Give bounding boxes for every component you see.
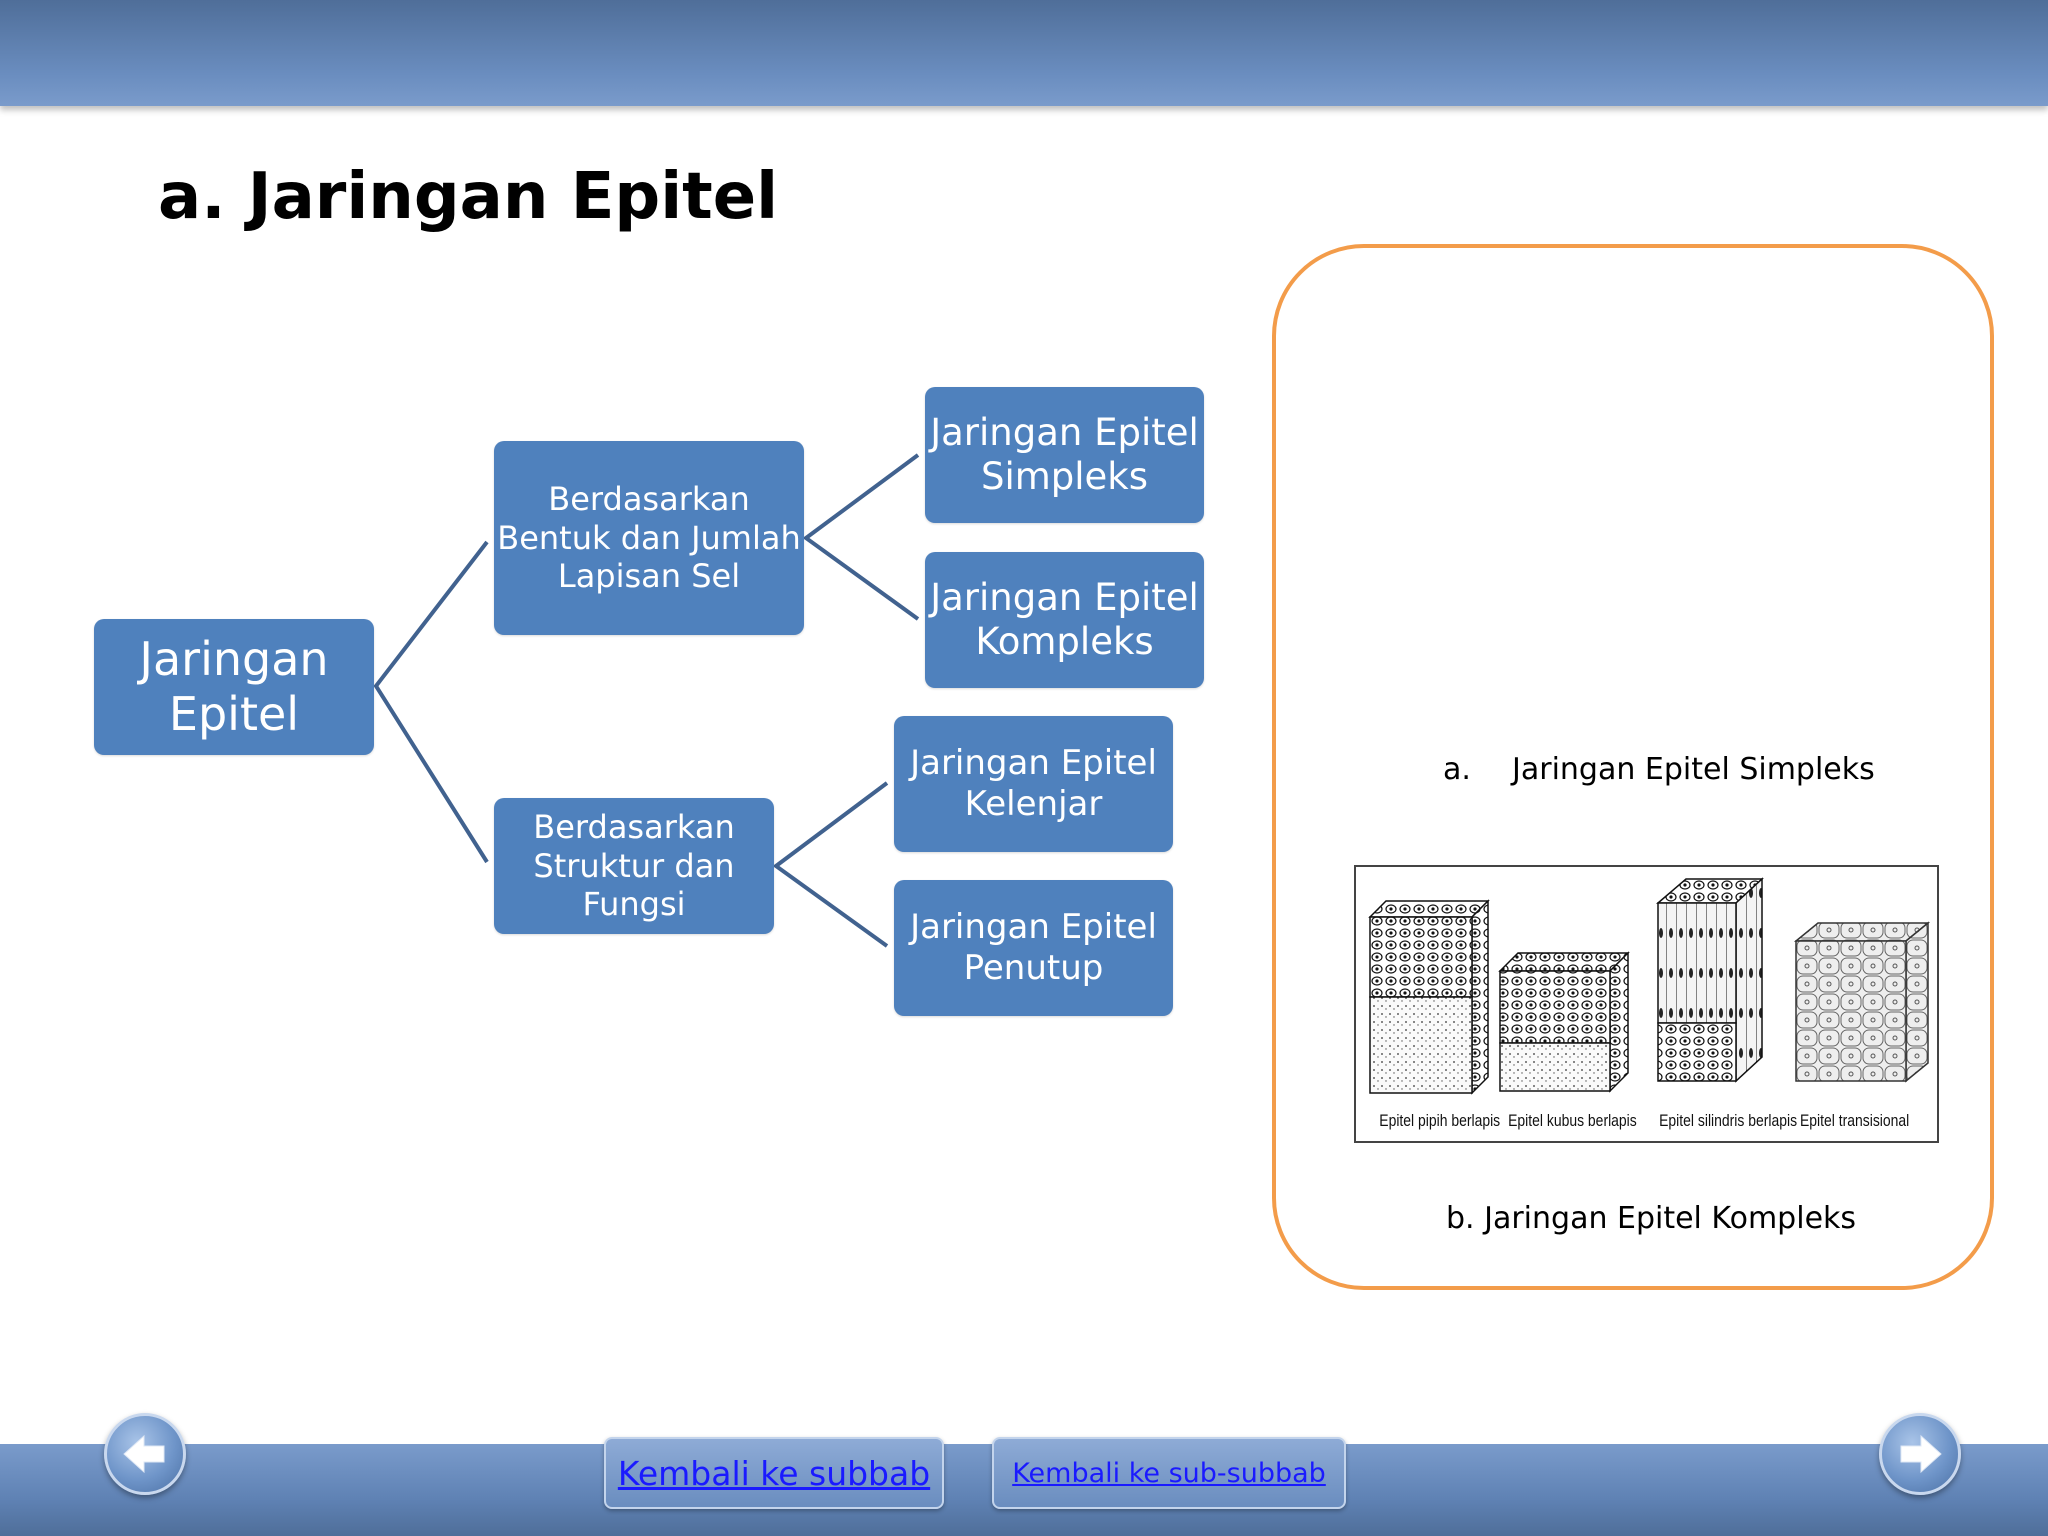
- epitel-illustration: [1368, 877, 1931, 1095]
- connector-branch-2: [772, 781, 889, 948]
- epitel-kompleks-figure: Epitel pipih berlapis Epitel kubus berla…: [1354, 865, 1939, 1143]
- connector-branch-1: [802, 453, 920, 621]
- figure-label-transisional: Epitel transisional: [1799, 1111, 1910, 1130]
- node-leaf-penutup-label: Jaringan Epitel Penutup: [910, 907, 1157, 988]
- figure-label-pipih: Epitel pipih berlapis: [1379, 1111, 1501, 1130]
- node-leaf-kompleks-label: Jaringan Epitel Kompleks: [930, 575, 1199, 663]
- caption-simpleks: a. Jaringan Epitel Simpleks: [1443, 752, 1875, 787]
- back-to-subsubbab-link[interactable]: Kembali ke sub-subbab: [1012, 1457, 1326, 1489]
- node-leaf-simpleks: Jaringan Epitel Simpleks: [925, 387, 1204, 523]
- node-branch-form-layers: Berdasarkan Bentuk dan Jumlah Lapisan Se…: [494, 441, 804, 635]
- arrow-left-icon: [123, 1434, 165, 1474]
- block-transisional: [1793, 921, 1931, 1083]
- block-kubus: [1498, 951, 1630, 1093]
- slide-title: a. Jaringan Epitel: [158, 160, 779, 234]
- block-silindris: [1655, 877, 1764, 1083]
- caption-kompleks: b. Jaringan Epitel Kompleks: [1446, 1201, 1857, 1236]
- node-leaf-kelenjar-label: Jaringan Epitel Kelenjar: [910, 743, 1157, 824]
- node-branch-structure-function: Berdasarkan Struktur dan Fungsi: [494, 798, 774, 934]
- figure-label-silindris: Epitel silindris berlapis: [1659, 1111, 1798, 1130]
- block-pipih: [1368, 899, 1490, 1095]
- caption-simpleks-marker: a.: [1443, 752, 1471, 787]
- back-to-subsubbab-button[interactable]: Kembali ke sub-subbab: [992, 1437, 1346, 1509]
- node-leaf-kompleks: Jaringan Epitel Kompleks: [925, 552, 1204, 688]
- back-to-subbab-link[interactable]: Kembali ke subbab: [617, 1453, 931, 1493]
- caption-simpleks-text: Jaringan Epitel Simpleks: [1512, 752, 1875, 787]
- node-branch-form-layers-label: Berdasarkan Bentuk dan Jumlah Lapisan Se…: [497, 480, 801, 596]
- back-to-subbab-button[interactable]: Kembali ke subbab: [604, 1437, 944, 1509]
- arrow-right-icon: [1900, 1434, 1942, 1474]
- node-leaf-kelenjar: Jaringan Epitel Kelenjar: [894, 716, 1173, 852]
- node-root: Jaringan Epitel: [94, 619, 374, 755]
- next-slide-button[interactable]: [1879, 1413, 1961, 1495]
- node-leaf-simpleks-label: Jaringan Epitel Simpleks: [930, 410, 1199, 498]
- connector-root: [373, 540, 489, 864]
- top-banner: [0, 0, 2048, 106]
- node-branch-structure-function-label: Berdasarkan Struktur dan Fungsi: [533, 808, 735, 924]
- figure-label-kubus: Epitel kubus berlapis: [1508, 1111, 1637, 1130]
- prev-slide-button[interactable]: [104, 1413, 186, 1495]
- node-root-label: Jaringan Epitel: [139, 631, 329, 741]
- node-leaf-penutup: Jaringan Epitel Penutup: [894, 880, 1173, 1016]
